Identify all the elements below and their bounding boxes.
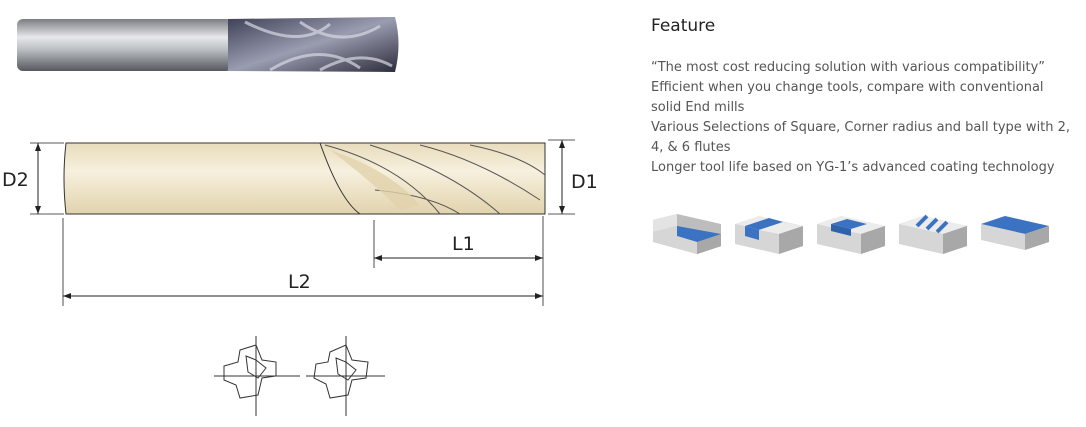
machining-type-icons xyxy=(653,214,1049,254)
face-milling-icon xyxy=(981,216,1049,250)
feature-line: Various Selections of Square, Corner rad… xyxy=(651,120,1071,155)
drawing-panel: D2 D1 L1 L2 xyxy=(2,17,598,416)
technical-drawing: D2 D1 L1 L2 xyxy=(2,139,598,306)
feature-line: “The most cost reducing solution with va… xyxy=(651,60,1046,75)
dimension-l2-label: L2 xyxy=(288,271,311,293)
dimension-d1-label: D1 xyxy=(571,171,598,193)
feature-panel: Feature “The most cost reducing solution… xyxy=(651,0,1081,423)
photo-shank xyxy=(17,19,232,71)
slotting-icon xyxy=(735,216,803,254)
end-mill-drawing: D2 D1 L1 L2 xyxy=(2,17,598,416)
dimension-d2-label: D2 xyxy=(2,169,29,191)
feature-list: “The most cost reducing solution with va… xyxy=(651,58,1076,178)
dimension-l1-label: L1 xyxy=(452,233,475,255)
feature-line: Longer tool life based on YG-1’s advance… xyxy=(651,160,1055,175)
cross-section-ball xyxy=(306,336,385,416)
pocketing-icon xyxy=(817,216,885,254)
multi-slot-icon xyxy=(899,214,967,254)
shoulder-milling-icon xyxy=(653,214,721,254)
flute-outline xyxy=(319,142,546,215)
feature-title: Feature xyxy=(651,16,716,36)
end-mill-photo xyxy=(17,17,399,72)
cross-section-square xyxy=(214,336,300,416)
feature-line: Efficient when you change tools, compare… xyxy=(651,80,1044,115)
